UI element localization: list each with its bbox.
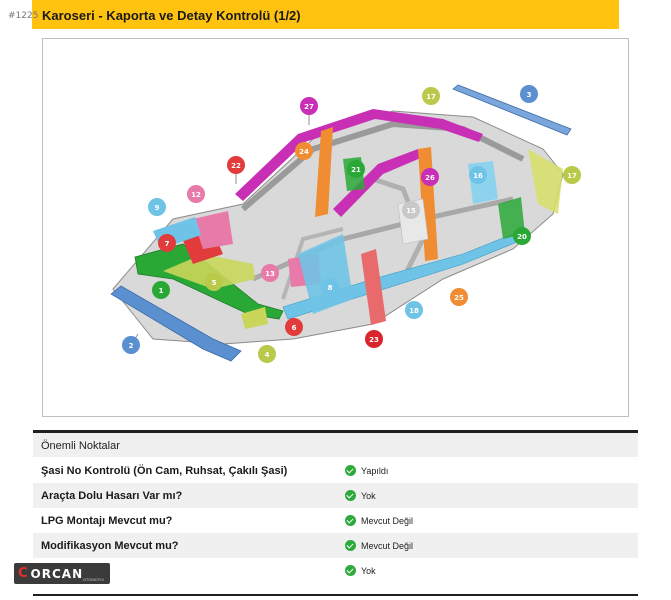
item-label: Şasi No Kontrolü (Ön Cam, Ruhsat, Çakılı… xyxy=(41,464,288,477)
marker-18: 18 xyxy=(405,301,423,319)
part-roof-rail xyxy=(235,109,483,201)
title-bar xyxy=(32,0,619,29)
item-status: Yok xyxy=(345,490,376,501)
listing-id: #1225 xyxy=(8,11,39,21)
page-title: Karoseri - Kaporta ve Detay Kontrolü (1/… xyxy=(42,8,301,23)
watermark-c-icon: C xyxy=(18,566,28,581)
marker-8: 8 xyxy=(321,278,339,296)
part-a-pillar xyxy=(333,149,423,217)
dealer-watermark-logo: C ORCAN OTOMOTIV xyxy=(14,563,110,584)
svg-text:17: 17 xyxy=(567,172,577,180)
svg-text:24: 24 xyxy=(299,148,309,156)
marker-3: 3 xyxy=(520,85,538,103)
marker-1: 1 xyxy=(152,281,170,299)
part-small-bracket xyxy=(241,307,268,329)
watermark-sub: OTOMOTIV xyxy=(82,577,104,582)
svg-text:16: 16 xyxy=(473,172,483,180)
svg-text:3: 3 xyxy=(527,91,532,99)
marker-25: 25 xyxy=(450,288,468,306)
svg-text:2: 2 xyxy=(129,342,134,350)
check-icon xyxy=(345,565,356,576)
svg-text:23: 23 xyxy=(369,336,379,344)
svg-text:1: 1 xyxy=(159,287,164,295)
part-rear-cyan xyxy=(468,161,498,204)
svg-text:12: 12 xyxy=(191,191,201,199)
marker-17-right: 17 xyxy=(563,166,581,184)
svg-text:17: 17 xyxy=(426,93,436,101)
list-item: Yok xyxy=(33,558,638,583)
marker-22: 22 xyxy=(227,156,245,174)
car-body-diagram: 1 2 3 4 5 6 7 8 9 12 13 15 16 17 17 18 2… xyxy=(42,38,629,417)
item-status: Yok xyxy=(345,565,376,576)
marker-6: 6 xyxy=(285,318,303,336)
marker-21: 21 xyxy=(347,160,365,178)
item-value: Yok xyxy=(361,490,376,501)
item-value: Mevcut Değil xyxy=(361,515,414,526)
part-a-pillar-lower xyxy=(298,234,353,314)
list-item: Araçta Dolu Hasarı Var mı? Yok xyxy=(33,483,638,508)
item-label: Araçta Dolu Hasarı Var mı? xyxy=(41,489,183,502)
svg-text:21: 21 xyxy=(351,166,361,174)
check-icon xyxy=(345,515,356,526)
item-status: Mevcut Değil xyxy=(345,540,413,551)
marker-4: 4 xyxy=(258,345,276,363)
item-value: Yapıldı xyxy=(361,465,389,476)
car-chassis-illustration: 1 2 3 4 5 6 7 8 9 12 13 15 16 17 17 18 2… xyxy=(110,84,581,363)
marker-24: 24 xyxy=(295,142,313,160)
item-label: Modifikasyon Mevcut mu? xyxy=(41,539,179,552)
list-item: LPG Montajı Mevcut mu? Mevcut Değil xyxy=(33,508,638,533)
check-icon xyxy=(345,540,356,551)
marker-23: 23 xyxy=(365,330,383,348)
svg-text:27: 27 xyxy=(304,103,314,111)
svg-text:25: 25 xyxy=(454,294,464,302)
svg-text:15: 15 xyxy=(406,207,416,215)
marker-15: 15 xyxy=(402,201,420,219)
inspection-list: Şasi No Kontrolü (Ön Cam, Ruhsat, Çakılı… xyxy=(33,458,638,583)
svg-text:18: 18 xyxy=(409,307,419,315)
part-front-bumper xyxy=(110,285,242,362)
marker-20: 20 xyxy=(513,227,531,245)
svg-text:4: 4 xyxy=(265,351,270,359)
svg-text:20: 20 xyxy=(517,233,527,241)
marker-26: 26 xyxy=(421,168,439,186)
svg-text:13: 13 xyxy=(265,270,275,278)
svg-text:6: 6 xyxy=(292,324,297,332)
item-label: LPG Montajı Mevcut mu? xyxy=(41,514,173,527)
marker-2: 2 xyxy=(122,336,140,354)
part-rear-panel xyxy=(528,149,563,214)
bottom-divider xyxy=(33,594,638,596)
check-icon xyxy=(345,490,356,501)
svg-text:9: 9 xyxy=(155,204,160,212)
svg-text:22: 22 xyxy=(231,162,241,170)
part-front-panel xyxy=(163,254,255,289)
svg-text:26: 26 xyxy=(425,174,435,182)
item-value: Mevcut Değil xyxy=(361,540,414,551)
part-pink-tower-1 xyxy=(193,211,233,249)
marker-12: 12 xyxy=(187,185,205,203)
marker-9: 9 xyxy=(148,198,166,216)
marker-17-top: 17 xyxy=(422,87,440,105)
check-icon xyxy=(345,465,356,476)
part-red-pillar xyxy=(361,249,386,325)
part-rear-beam xyxy=(452,84,572,136)
part-b-pillar xyxy=(315,127,333,217)
marker-7: 7 xyxy=(158,234,176,252)
marker-16: 16 xyxy=(469,166,487,184)
svg-text:5: 5 xyxy=(212,279,217,287)
marker-5: 5 xyxy=(205,273,223,291)
list-item: Modifikasyon Mevcut mu? Mevcut Değil xyxy=(33,533,638,558)
watermark-text: ORCAN xyxy=(30,566,84,581)
marker-13: 13 xyxy=(261,264,279,282)
item-status: Yapıldı xyxy=(345,465,388,476)
svg-text:7: 7 xyxy=(165,240,170,248)
section-title: Önemli Noktalar xyxy=(41,440,120,452)
item-value: Yok xyxy=(361,565,376,576)
marker-27: 27 xyxy=(300,97,318,115)
svg-text:8: 8 xyxy=(328,284,333,292)
section-header: Önemli Noktalar xyxy=(33,430,638,457)
list-item: Şasi No Kontrolü (Ön Cam, Ruhsat, Çakılı… xyxy=(33,458,638,483)
item-status: Mevcut Değil xyxy=(345,515,413,526)
